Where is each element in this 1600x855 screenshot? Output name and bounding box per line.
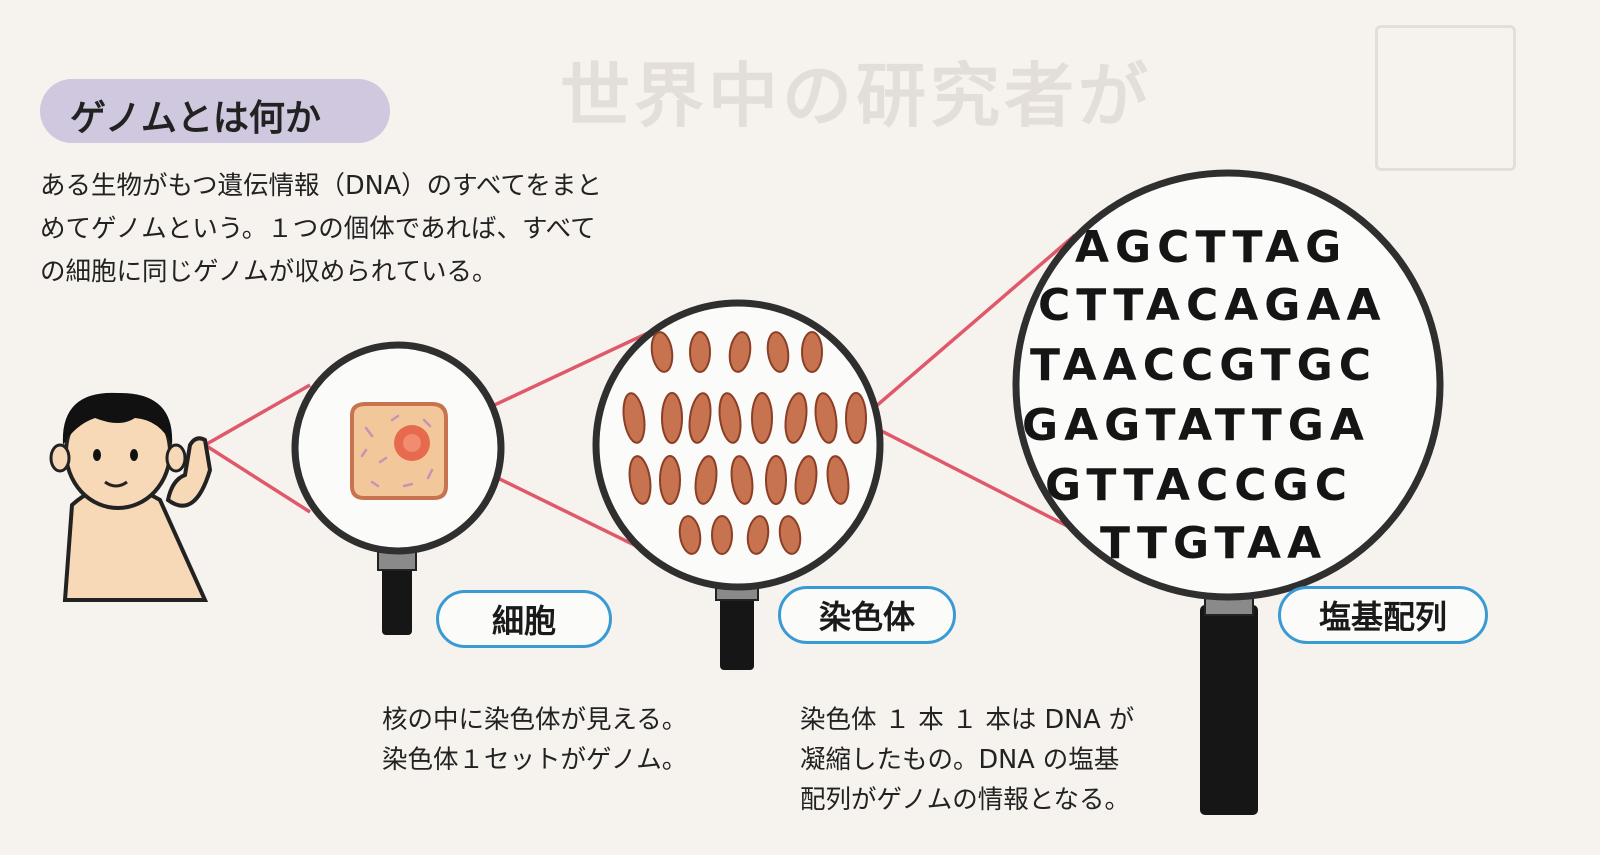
sequence-line: GTTACCGC bbox=[1045, 460, 1354, 511]
chromosome-shape bbox=[718, 392, 742, 444]
chromosome-shape bbox=[801, 331, 823, 373]
chromosome-shape bbox=[628, 455, 652, 505]
chromosome-shape bbox=[659, 455, 681, 505]
bleed-through-box bbox=[1375, 25, 1516, 171]
chromosome-shape bbox=[794, 455, 818, 505]
chromosome-shape bbox=[765, 455, 787, 505]
intro-line: の細胞に同じゲノムが収められている。 bbox=[40, 257, 498, 287]
sequence-line: AGCTTAG bbox=[1075, 222, 1348, 273]
chromosome-shape bbox=[688, 392, 712, 444]
chromosome-shape bbox=[678, 515, 702, 555]
intro-line: ある生物がもつ遺伝情報（DNA）のすべてをまと bbox=[40, 171, 602, 201]
chromosome-shape bbox=[689, 331, 711, 373]
chromosome-shape bbox=[845, 392, 867, 444]
caption-line: 染色体 １ 本 １ 本は DNA が bbox=[800, 705, 1135, 735]
magnifier-chromosome bbox=[592, 299, 884, 670]
caption-line: 染色体１セットがゲノム。 bbox=[382, 745, 688, 775]
label-chromosome: 染色体 bbox=[778, 586, 956, 644]
bleed-through-heading: 世界中の研究者が bbox=[560, 55, 1152, 137]
chromosome-shape bbox=[694, 455, 718, 505]
sequence-line: CTTACAGAA bbox=[1038, 280, 1387, 331]
chromosome-shape bbox=[751, 392, 773, 444]
chromosome-shape bbox=[766, 331, 790, 373]
sequence-line: TAACCGTGC bbox=[1030, 340, 1378, 391]
person-figure bbox=[49, 392, 213, 602]
sequence-line: TTGTAA bbox=[1100, 518, 1328, 569]
chromosome-shape bbox=[728, 331, 752, 373]
label-cell: 細胞 bbox=[436, 590, 612, 648]
sequence-line: GAGTATTGA bbox=[1022, 400, 1370, 451]
caption-line: 配列がゲノムの情報となる。 bbox=[800, 785, 1130, 815]
chromosome-shape bbox=[622, 392, 646, 444]
chromosome-shape bbox=[826, 455, 850, 505]
chromosome-shape bbox=[784, 392, 808, 444]
section-heading: ゲノムとは何か bbox=[70, 98, 321, 139]
intro-paragraph: ある生物がもつ遺伝情報（DNA）のすべてをまと めてゲノムという。１つの個体であ… bbox=[40, 165, 700, 294]
caption-line: 核の中に染色体が見える。 bbox=[382, 705, 688, 735]
chromosome-shape bbox=[711, 515, 733, 555]
chromosome-shape bbox=[650, 331, 674, 373]
caption-cell: 核の中に染色体が見える。 染色体１セットがゲノム。 bbox=[382, 700, 687, 780]
chromosome-shape bbox=[730, 455, 754, 505]
intro-line: めてゲノムという。１つの個体であれば、すべて bbox=[40, 214, 596, 244]
caption-chromosome: 染色体 １ 本 １ 本は DNA が 凝縮したもの。DNA の塩基 配列がゲノム… bbox=[800, 700, 1134, 820]
chromosome-shape bbox=[746, 515, 770, 555]
cell-icon bbox=[350, 402, 448, 500]
magnifier-sequence bbox=[1012, 169, 1444, 815]
chromosome-shape bbox=[661, 392, 683, 444]
chromosome-shape bbox=[814, 392, 838, 444]
chromosome-shape bbox=[778, 515, 802, 555]
section-heading-pill: ゲノムとは何か bbox=[40, 79, 390, 143]
label-base-sequence: 塩基配列 bbox=[1278, 586, 1488, 644]
chromosome-icon bbox=[622, 331, 867, 555]
caption-line: 凝縮したもの。DNA の塩基 bbox=[800, 745, 1120, 775]
